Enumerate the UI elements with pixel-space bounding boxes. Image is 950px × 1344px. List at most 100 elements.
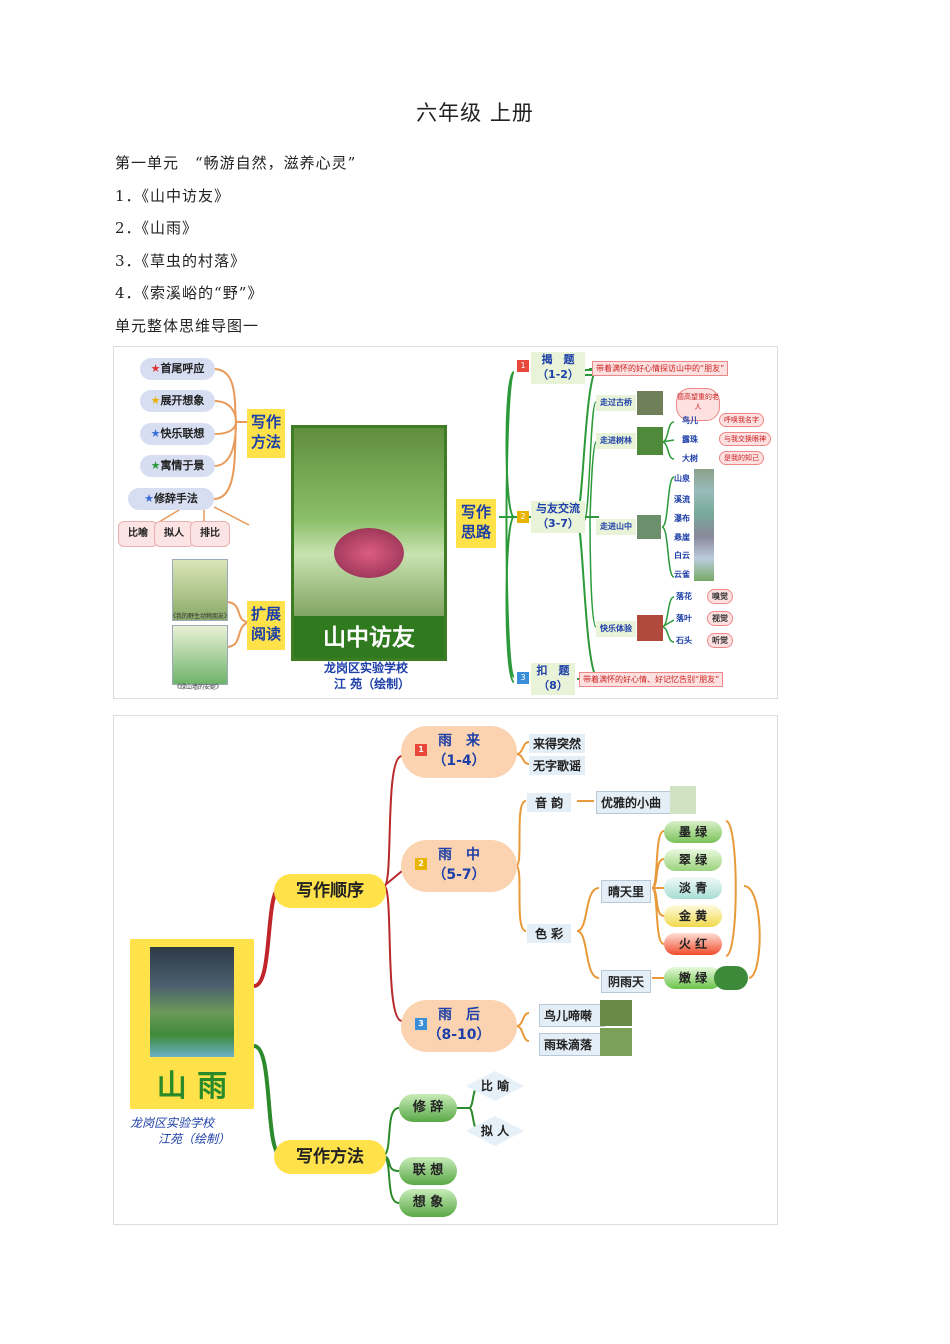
s2-range: （5-7） bbox=[432, 867, 486, 883]
imagination-node: 想 象 bbox=[399, 1189, 457, 1217]
association-node: 联 想 bbox=[399, 1157, 457, 1185]
part1-desc: 带着满怀的好心情探访山中的“朋友” bbox=[592, 361, 729, 376]
leaf-image bbox=[714, 966, 748, 990]
center-image: 山 雨 bbox=[130, 939, 254, 1109]
lesson-3: 3．《草虫的村落》 bbox=[115, 252, 247, 270]
idea-branch-label: 写作思路 bbox=[456, 499, 496, 548]
part3-range: （8） bbox=[538, 679, 568, 692]
mind-map-1: ★首尾呼应 ★展开想象 ★快乐联想 ★寓情于景 ★修辞手法 比喻 拟人 排比 写… bbox=[113, 346, 778, 699]
star-icon: ★ bbox=[150, 394, 161, 407]
mountain-node: 走进山中 bbox=[596, 519, 636, 535]
part2-title: 与友交流 bbox=[536, 502, 580, 515]
book-1 bbox=[172, 559, 228, 621]
s1-node: 1 雨 来 （1-4） bbox=[401, 726, 517, 778]
mountain-item-6: 云雀 bbox=[674, 570, 690, 579]
part2-badge: 2 bbox=[517, 511, 529, 523]
s1-badge: 1 bbox=[415, 744, 427, 756]
mountain-thumbs bbox=[694, 469, 714, 581]
forest-node: 走进树林 bbox=[596, 433, 636, 449]
part2-node: 与友交流 （3-7） bbox=[531, 501, 585, 533]
forest-note-3: 是我的知己 bbox=[719, 451, 764, 465]
method-pill-4: ★寓情于景 bbox=[140, 455, 215, 477]
unit-title: 第一单元 “畅游自然，滋养心灵” bbox=[115, 154, 357, 172]
part3-desc: 带着满怀的好心情、好记忆告别“朋友” bbox=[579, 672, 724, 687]
bridge-image bbox=[637, 391, 663, 415]
credit-school: 龙岗区实验学校 bbox=[130, 1116, 215, 1130]
credit-author: 江苑（绘制） bbox=[158, 1132, 231, 1146]
book-1-caption: 《我的野生动物朋友》 bbox=[170, 613, 231, 620]
center-forest-image: 山中访友 bbox=[291, 425, 447, 661]
method-pill-5: ★修辞手法 bbox=[128, 488, 214, 510]
joy-note-1: 嗅觉 bbox=[707, 589, 733, 604]
s1-item-2: 无字歌谣 bbox=[529, 756, 586, 775]
forest-image bbox=[637, 427, 663, 455]
method-pill-3: ★快乐联想 bbox=[140, 423, 215, 445]
bridge-note-text: 德高望重的老人 bbox=[677, 393, 719, 411]
forest-item-3: 大树 bbox=[682, 454, 698, 463]
part2-range: （3-7） bbox=[537, 517, 579, 530]
mountain-item-1: 山泉 bbox=[674, 474, 690, 483]
part3-title: 扣 题 bbox=[536, 664, 570, 677]
forest-note-1: 呼唤我名字 bbox=[719, 413, 764, 427]
bridge-note: 德高望重的老人 bbox=[676, 388, 720, 421]
method-branch-label: 写作方法 bbox=[247, 409, 285, 458]
credit-school: 龙岗区实验学校 bbox=[324, 661, 409, 675]
s2-badge: 2 bbox=[415, 858, 427, 870]
mountain-item-3: 瀑布 bbox=[674, 514, 690, 523]
part1-badge: 1 bbox=[517, 360, 529, 372]
center-title: 山 雨 bbox=[156, 1069, 228, 1104]
map-caption: 单元整体思维导图一 bbox=[115, 317, 260, 335]
color-6: 嫩 绿 bbox=[664, 967, 722, 989]
color-4: 金 黄 bbox=[664, 905, 722, 927]
s3-item-2: 雨珠滴落 bbox=[539, 1033, 605, 1056]
order-node: 写作顺序 bbox=[274, 874, 386, 908]
rhetoric-2: 拟人 bbox=[154, 521, 194, 547]
sound-item: 优雅的小曲 bbox=[596, 791, 676, 814]
method-label: 快乐联想 bbox=[160, 427, 205, 440]
reading-branch-text: 扩展阅读 bbox=[250, 605, 281, 643]
joy-note-2: 视觉 bbox=[707, 611, 733, 626]
method-branch-text: 写作方法 bbox=[250, 413, 281, 451]
s3-item-1: 鸟儿啼啭 bbox=[539, 1004, 605, 1027]
method-node: 写作方法 bbox=[274, 1140, 386, 1174]
star-icon: ★ bbox=[150, 362, 161, 375]
bridge-node: 走过古桥 bbox=[596, 395, 636, 411]
s3-range: （8-10） bbox=[427, 1027, 491, 1043]
joy-item-1: 落花 bbox=[676, 592, 692, 601]
center-title: 山中访友 bbox=[323, 625, 415, 651]
s3-node: 3 雨 后（8-10） bbox=[401, 1000, 517, 1052]
s2-title: 雨 中 bbox=[438, 847, 480, 863]
s1-item-1: 来得突然 bbox=[529, 734, 586, 753]
star-icon: ★ bbox=[144, 492, 154, 505]
raindrop-image bbox=[600, 1028, 632, 1056]
part1-title: 揭 题 bbox=[541, 353, 575, 366]
s1-range: （1-4） bbox=[432, 753, 486, 769]
joy-item-2: 落叶 bbox=[676, 614, 692, 623]
music-note-image bbox=[670, 786, 696, 814]
rhetoric-1: 比喻 bbox=[118, 521, 158, 547]
method-pill-1: ★首尾呼应 bbox=[140, 358, 215, 380]
s1-title: 雨 来 bbox=[438, 733, 480, 749]
lesson-1: 1．《山中访友》 bbox=[115, 187, 231, 205]
part3-badge: 3 bbox=[517, 672, 529, 684]
method-label: 寓情于景 bbox=[160, 459, 205, 472]
color-3: 淡 青 bbox=[664, 877, 722, 899]
s2-node: 2 雨 中 （5-7） bbox=[401, 840, 517, 892]
joy-note-3: 听觉 bbox=[707, 633, 733, 648]
forest-item-2: 露珠 bbox=[682, 435, 698, 444]
method-pill-2: ★展开想象 bbox=[140, 390, 215, 412]
book-2-caption: 《绿山墙的安妮》 bbox=[174, 684, 223, 691]
forest-item-1: 鸟儿 bbox=[682, 416, 698, 425]
mountain-item-2: 溪流 bbox=[674, 495, 690, 504]
method-label: 展开想象 bbox=[160, 394, 205, 407]
mountain-item-4: 悬崖 bbox=[674, 533, 690, 542]
star-icon: ★ bbox=[150, 459, 161, 472]
color-5: 火 红 bbox=[664, 933, 722, 955]
joy-item-3: 石头 bbox=[676, 636, 692, 645]
method-label: 首尾呼应 bbox=[160, 362, 205, 375]
star-icon: ★ bbox=[150, 427, 161, 440]
credit-author: 江 苑（绘制） bbox=[334, 677, 411, 691]
bird-image bbox=[600, 1000, 632, 1026]
part1-range: （1-2） bbox=[537, 368, 579, 381]
s3-badge: 3 bbox=[415, 1018, 427, 1030]
